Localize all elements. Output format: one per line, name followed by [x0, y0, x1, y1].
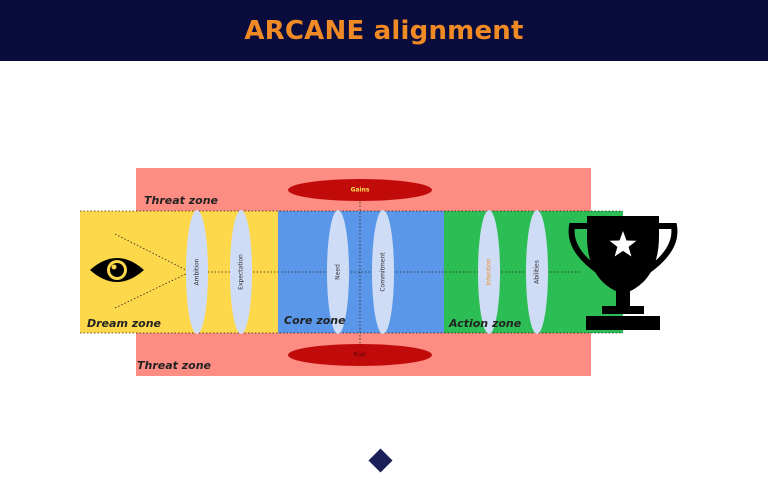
trophy-icon	[568, 216, 678, 330]
commitment-label: Commitment	[379, 252, 387, 292]
need-label: Need	[334, 264, 342, 280]
eye-icon	[90, 258, 144, 282]
core-zone-label: Core zone	[284, 314, 346, 327]
page-title: ARCANE alignment	[244, 15, 524, 46]
action-zone-label: Action zone	[449, 317, 522, 330]
ambition-label: Ambition	[193, 258, 201, 286]
abilities-label: Abilities	[533, 260, 541, 284]
threat-zone-bottom-label: Threat zone	[137, 359, 211, 372]
ambition-ellipse	[186, 210, 208, 334]
risk-label: Risk	[353, 351, 367, 359]
intention-label: Intention	[485, 258, 493, 286]
expectation-ellipse	[230, 210, 252, 334]
header-bar: ARCANE alignment	[0, 0, 768, 61]
dream-zone-label: Dream zone	[87, 317, 161, 330]
vision-line-upper	[114, 233, 191, 273]
need-ellipse	[327, 210, 349, 334]
abilities-ellipse	[526, 210, 548, 334]
threat-zone-top-label: Threat zone	[144, 194, 218, 207]
expectation-label: Expectation	[237, 254, 245, 290]
intention-ellipse	[478, 210, 500, 334]
commitment-ellipse	[372, 210, 394, 334]
gains-label: Gains	[350, 186, 370, 194]
risk-band	[288, 344, 432, 366]
gains-band	[288, 179, 432, 201]
